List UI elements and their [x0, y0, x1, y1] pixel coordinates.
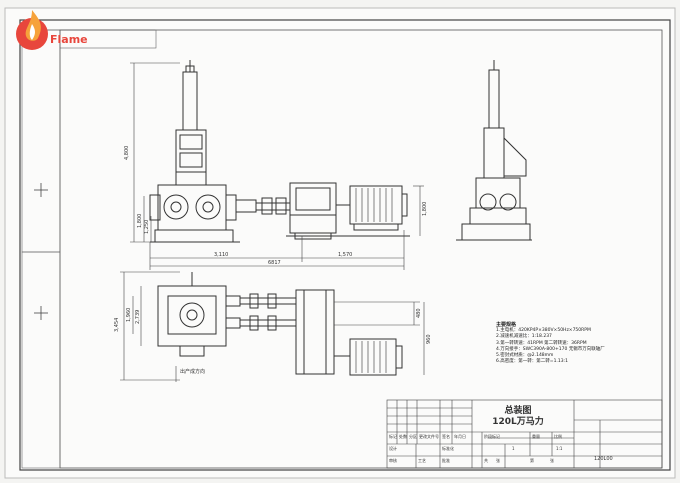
dim-plan-right2: 960 [426, 334, 432, 344]
notes-line: 3.第一转转速：41RPM 第二转转速：36RPM [496, 340, 587, 346]
dim-plan-depth: 2,739 [135, 310, 141, 324]
flame-logo [16, 10, 48, 50]
plan-view [157, 272, 420, 376]
dim-front-left-small: 1,800 [137, 214, 143, 228]
drawing-title: 总装图 120L万马力 [478, 406, 558, 428]
tb-label: 批准 [442, 458, 450, 463]
specification-notes: 主要规格 1.主电机：420KP4P×380V×50Hz×750RPM 2.减速… [496, 322, 656, 365]
dim-bottom-left: 3,110 [214, 252, 228, 258]
front-dimension-lines [130, 62, 424, 270]
corner-box [59, 29, 157, 49]
plan-direction-label: 出产成方向 [180, 368, 205, 375]
front-elevation-view [149, 60, 410, 243]
tb-label: 签名 [442, 434, 450, 439]
dim-plan-right1: 480 [416, 308, 422, 318]
registration-mark-top [34, 183, 48, 197]
tb-label: 审核 [389, 458, 397, 463]
title-line-1: 总装图 [504, 406, 532, 416]
title-line-2: 120L万马力 [492, 417, 544, 427]
sheet-border [19, 19, 671, 471]
tb-label: 第 [530, 458, 534, 463]
sheet-outer [4, 7, 676, 479]
notes-line: 5.密封式材质：@2.148mm [496, 353, 554, 359]
dim-front-height: 4,800 [124, 146, 130, 160]
tb-label: 重量 [532, 434, 540, 439]
plan-dimension-lines [120, 271, 425, 382]
tb-label: 更改文件号 [419, 434, 439, 439]
notes-line: 6.高密度：第一转：第二转=1.13:1 [496, 359, 568, 365]
tb-scale: 1:1 [556, 446, 563, 451]
tb-label: 处数 [399, 434, 407, 439]
tb-label: 设计 [389, 446, 397, 451]
tb-label: 工艺 [418, 458, 426, 463]
dim-plan-inner: 1,960 [126, 308, 132, 322]
tb-label: 张 [496, 458, 500, 463]
title-block [386, 399, 663, 469]
brand-name: Flame [50, 33, 88, 46]
tb-label: 年月日 [454, 434, 466, 439]
dim-plan-total: 3,454 [114, 318, 120, 332]
side-elevation-view [456, 60, 532, 241]
dim-bottom-right: 1,570 [338, 252, 352, 258]
notes-line: 1.主电机：420KP4P×380V×50Hz×750RPM [496, 328, 591, 334]
tb-label: 阶段标记 [484, 434, 500, 439]
dim-right-height: 1,800 [422, 202, 428, 216]
tb-label: 张 [550, 458, 554, 463]
registration-mark-bottom [34, 306, 48, 320]
notes-title: 主要规格 [496, 322, 517, 328]
tb-label: 分区 [409, 434, 417, 439]
tb-drawing-code: 120L00 [594, 456, 613, 462]
tb-count: 1 [512, 446, 515, 451]
notes-line: 2.减速机减速比：1:18.237 [496, 334, 552, 340]
dim-front-left-small2: 1,250 [144, 220, 150, 234]
notes-line: 4.万向接手：SWC390A-800+170 无锡市万向联轴厂 [496, 346, 605, 352]
dim-overall: 6817 [268, 260, 281, 266]
tb-label: 标准化 [442, 446, 454, 451]
tb-label: 标记 [389, 434, 397, 439]
tb-label: 共 [484, 458, 488, 463]
tb-label: 比例 [554, 434, 562, 439]
